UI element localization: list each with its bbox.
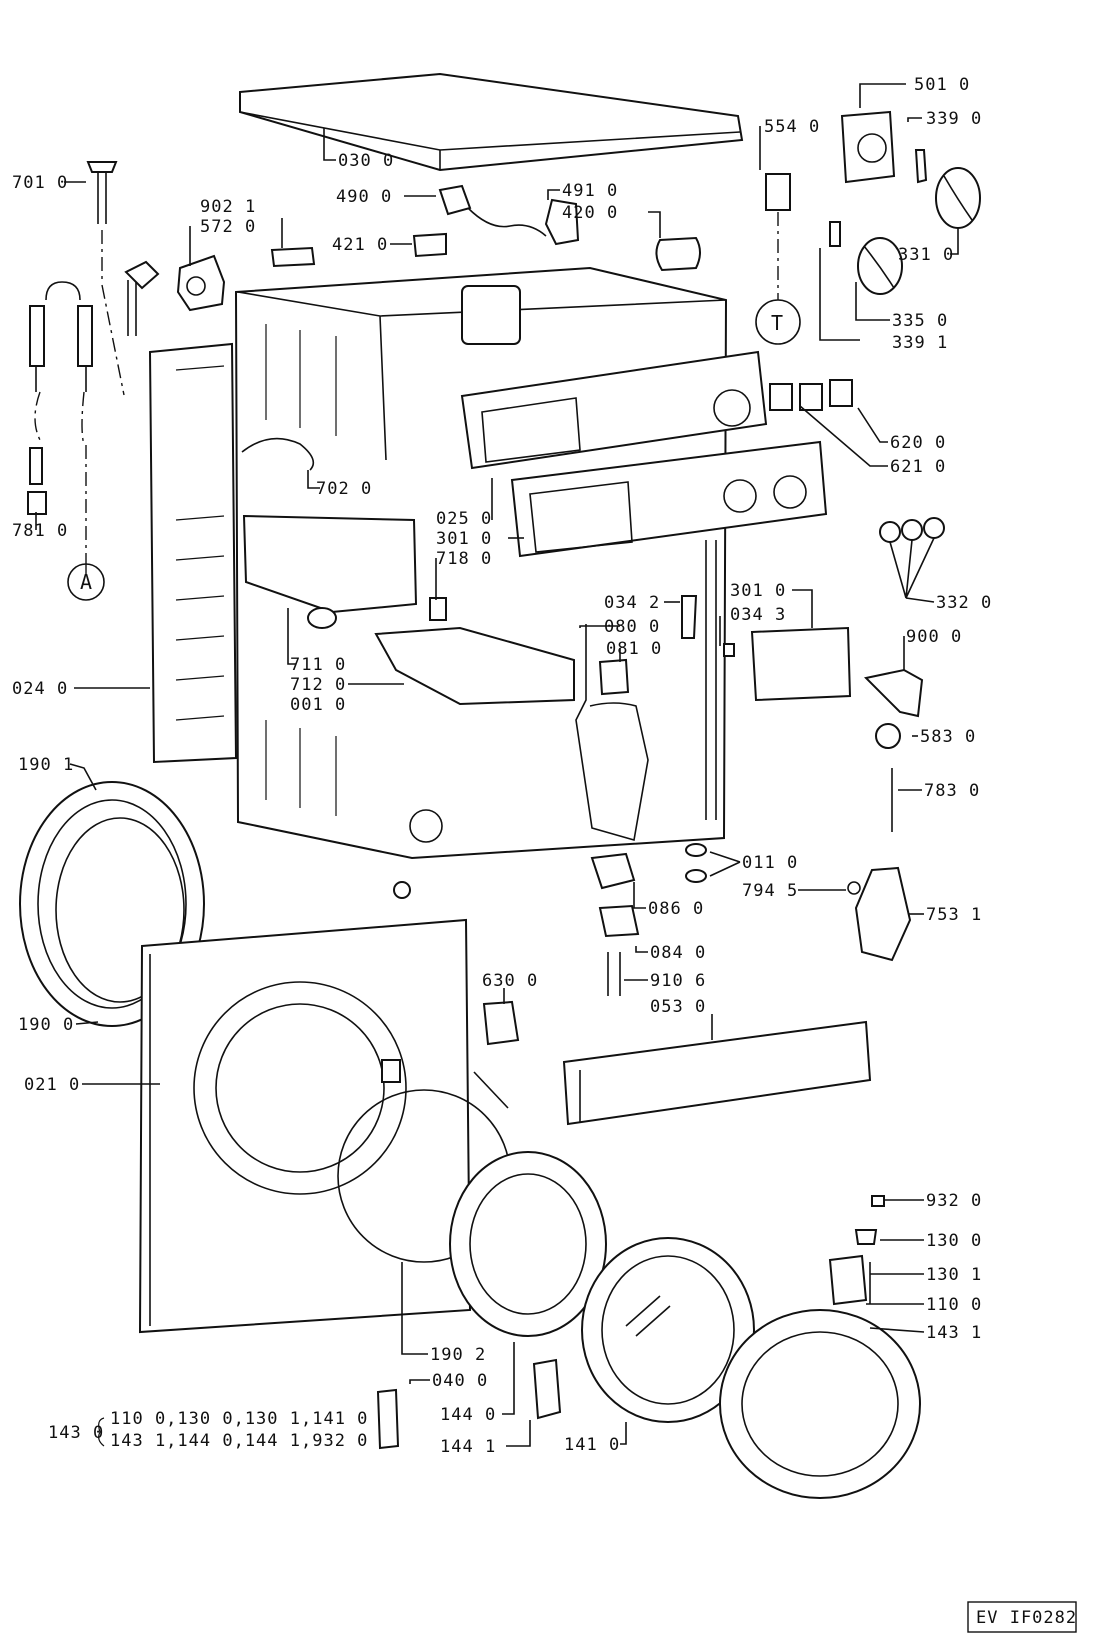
callout-141-0: 141 0 (564, 1435, 620, 1455)
door-lock-and-plinth-part (482, 1000, 872, 1126)
callout-718-0: 718 0 (436, 549, 492, 569)
marker-t-label: T (771, 311, 784, 335)
callout-630-0: 630 0 (482, 971, 538, 991)
door-ring-and-hinge-part (337, 1071, 607, 1450)
detergent-dispenser-part (241, 437, 575, 706)
callout-620-0: 620 0 (890, 433, 946, 453)
callout-001-0: 001 0 (290, 695, 346, 715)
kit-list: 143 0 110 0,130 0,130 1,141 0 143 1,144 … (48, 1409, 368, 1451)
callout-900-0: 900 0 (906, 627, 962, 647)
callout-421-0: 421 0 (332, 235, 388, 255)
callout-621-0: 621 0 (890, 457, 946, 477)
callout-130-0: 130 0 (926, 1231, 982, 1251)
kit-line-1: 110 0,130 0,130 1,141 0 (110, 1409, 368, 1429)
leader-lines (35, 83, 959, 1447)
callout-331-0: 331 0 (898, 245, 954, 265)
callout-011-0: 011 0 (742, 853, 798, 873)
callout-190-0: 190 0 (18, 1015, 74, 1035)
gasket-and-brackets-part (575, 595, 852, 842)
callout-701-0: 701 0 (12, 173, 68, 193)
callout-024-0: 024 0 (12, 679, 68, 699)
callout-794-5: 794 5 (742, 881, 798, 901)
marker-a-label: A (80, 570, 93, 594)
callout-021-0: 021 0 (24, 1075, 80, 1095)
callout-335-0: 335 0 (892, 311, 948, 331)
callout-491-0: 491 0 (562, 181, 618, 201)
callout-910-6: 910 6 (650, 971, 706, 991)
callout-902-1: 902 1 (200, 197, 256, 217)
door-handle-part (828, 1195, 885, 1306)
callout-110-0: 110 0 (926, 1295, 982, 1315)
callout-490-0: 490 0 (336, 187, 392, 207)
inlet-hose-part (27, 161, 125, 560)
kit-label: 143 0 (48, 1423, 104, 1443)
front-panel-part (138, 918, 472, 1334)
callout-932-0: 932 0 (926, 1191, 982, 1211)
callout-040-0: 040 0 (432, 1371, 488, 1391)
callout-084-0: 084 0 (650, 943, 706, 963)
callout-080-0: 080 0 (604, 617, 660, 637)
callout-301-0-cover: 301 0 (730, 581, 786, 601)
inlet-valve-part (124, 246, 316, 336)
door-glass-part (581, 1237, 921, 1499)
lower-fittings-part (393, 843, 912, 996)
callout-053-0: 053 0 (650, 997, 706, 1017)
callout-572-0: 572 0 (200, 217, 256, 237)
callout-130-1: 130 1 (926, 1265, 982, 1285)
callout-034-2: 034 2 (604, 593, 660, 613)
callout-190-1: 190 1 (18, 755, 74, 775)
drawing-reference-label: EV IF0282 (976, 1608, 1077, 1628)
callout-144-1: 144 1 (440, 1437, 496, 1457)
callout-702-0: 702 0 (316, 479, 372, 499)
drawing-reference: EV IF0282 (967, 1601, 1077, 1633)
callout-554-0: 554 0 (764, 117, 820, 137)
callout-034-3: 034 3 (730, 605, 786, 625)
callout-711-0: 711 0 (290, 655, 346, 675)
marker-t: T (771, 311, 784, 335)
callout-583-0: 583 0 (920, 727, 976, 747)
callout-339-1: 339 1 (892, 333, 948, 353)
kit-line-2: 143 1,144 0,144 1,932 0 (110, 1431, 368, 1451)
callout-030-0: 030 0 (338, 151, 394, 171)
control-panel-part (460, 350, 853, 558)
callout-144-0: 144 0 (440, 1405, 496, 1425)
callout-501-0: 501 0 (914, 75, 970, 95)
top-cover-part (239, 72, 744, 172)
right-side-small-parts (863, 517, 945, 832)
callout-753-1: 753 1 (926, 905, 982, 925)
callout-712-0: 712 0 (290, 675, 346, 695)
power-components-part (412, 184, 701, 272)
callout-025-0: 025 0 (436, 509, 492, 529)
callout-332-0: 332 0 (936, 593, 992, 613)
timer-and-knobs-part (755, 110, 981, 345)
callout-labels: 501 0 339 0 554 0 030 0 701 0 490 0 491 … (12, 75, 992, 1457)
callout-301-0-panel: 301 0 (436, 529, 492, 549)
callout-143-1: 143 1 (926, 1323, 982, 1343)
callout-783-0: 783 0 (924, 781, 980, 801)
callout-081-0: 081 0 (606, 639, 662, 659)
marker-a: A (67, 563, 105, 601)
callout-420-0: 420 0 (562, 203, 618, 223)
callout-086-0: 086 0 (648, 899, 704, 919)
callout-190-2: 190 2 (430, 1345, 486, 1365)
callout-781-0: 781 0 (12, 521, 68, 541)
callout-339-0: 339 0 (926, 109, 982, 129)
